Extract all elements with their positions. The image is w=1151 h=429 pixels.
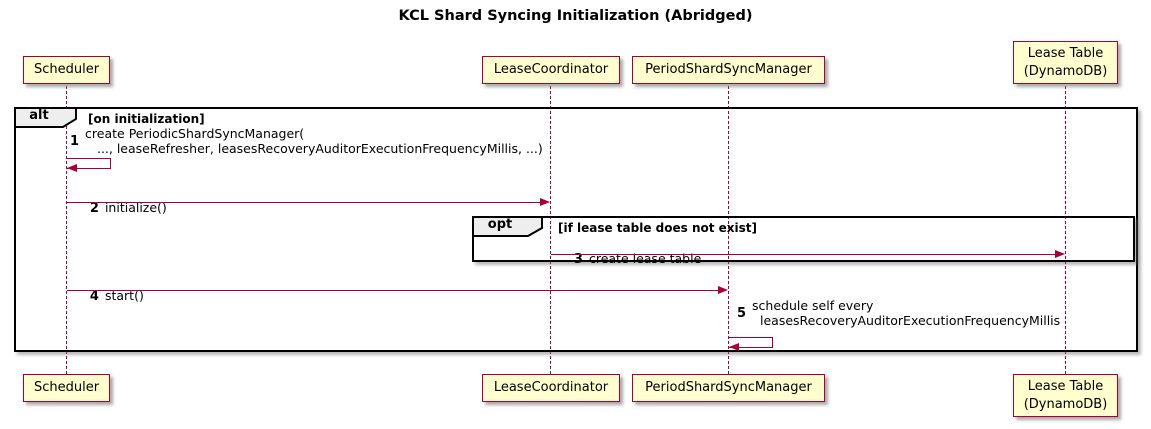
message-3-arrowhead-icon (1055, 250, 1065, 258)
message-1-text: create PeriodicShardSyncManager( ..., le… (85, 126, 543, 156)
message-4-line (67, 290, 718, 291)
participant-scheduler-bottom: Scheduler (23, 374, 110, 402)
pentagon-shape (14, 107, 77, 128)
alt-operator-label: alt (29, 108, 49, 123)
message-4-text: start() (104, 288, 144, 303)
message-5-number: 5 (737, 305, 747, 321)
alt-frame: alt [on initialization] (14, 107, 1138, 352)
participant-periodshardsyncmanager-top: PeriodShardSyncManager (632, 56, 825, 84)
participant-label: PeriodShardSyncManager (645, 380, 812, 396)
participant-leasecoordinator-top: LeaseCoordinator (482, 56, 620, 84)
message-3-number: 3 (573, 252, 583, 267)
message-1-arrowhead-icon (67, 164, 77, 172)
message-5-arrowhead-icon (729, 343, 739, 351)
participant-leasetable-bottom: Lease Table (DynamoDB) (1013, 374, 1118, 417)
pentagon-shape (472, 216, 543, 237)
participant-label: Scheduler (33, 62, 100, 78)
message-4-number: 4 (89, 289, 99, 304)
participant-label: LeaseCoordinator (493, 62, 609, 78)
participant-periodshardsyncmanager-bottom: PeriodShardSyncManager (632, 374, 825, 402)
participant-scheduler-top: Scheduler (23, 56, 110, 84)
participant-label: LeaseCoordinator (493, 380, 609, 396)
message-5-self-arrow (729, 337, 773, 348)
opt-condition-label: [if lease table does not exist] (558, 221, 758, 235)
message-1-label: 1 create PeriodicShardSyncManager( ..., … (70, 126, 543, 156)
alt-frame-label: alt (14, 107, 78, 133)
message-1-self-arrow (67, 158, 111, 169)
message-4-arrowhead-icon (718, 286, 728, 294)
participant-label: PeriodShardSyncManager (645, 62, 812, 78)
lifeline-periodshardsyncmanager (728, 86, 729, 374)
message-2-number: 2 (89, 201, 99, 216)
lifeline-leasecoordinator (550, 86, 551, 374)
opt-frame-label: opt (472, 216, 544, 242)
message-2-text: initialize() (104, 200, 167, 215)
opt-operator-label: opt (487, 217, 513, 232)
participant-label: Scheduler (33, 380, 100, 396)
lifeline-leasetable (1065, 86, 1066, 374)
message-2-line (67, 202, 541, 203)
participant-label: Lease Table (DynamoDB) (1023, 378, 1108, 412)
lifeline-scheduler (66, 86, 67, 374)
message-2-arrowhead-icon (540, 198, 550, 206)
participant-leasetable-top: Lease Table (DynamoDB) (1013, 41, 1118, 84)
message-2-label: 2 initialize() (74, 185, 167, 231)
message-3-line (551, 254, 1055, 255)
message-5-text: schedule self every leasesRecoveryAudito… (752, 298, 1061, 328)
message-5-label: 5 schedule self every leasesRecoveryAudi… (737, 298, 1060, 328)
participant-leasecoordinator-bottom: LeaseCoordinator (482, 374, 620, 402)
opt-frame: opt [if lease table does not exist] (472, 216, 1135, 262)
participant-label: Lease Table (DynamoDB) (1023, 45, 1108, 79)
message-4-label: 4 start() (74, 273, 144, 319)
alt-condition-label: [on initialization] (88, 112, 205, 126)
message-1-number: 1 (70, 133, 80, 149)
diagram-title: KCL Shard Syncing Initialization (Abridg… (398, 8, 753, 24)
